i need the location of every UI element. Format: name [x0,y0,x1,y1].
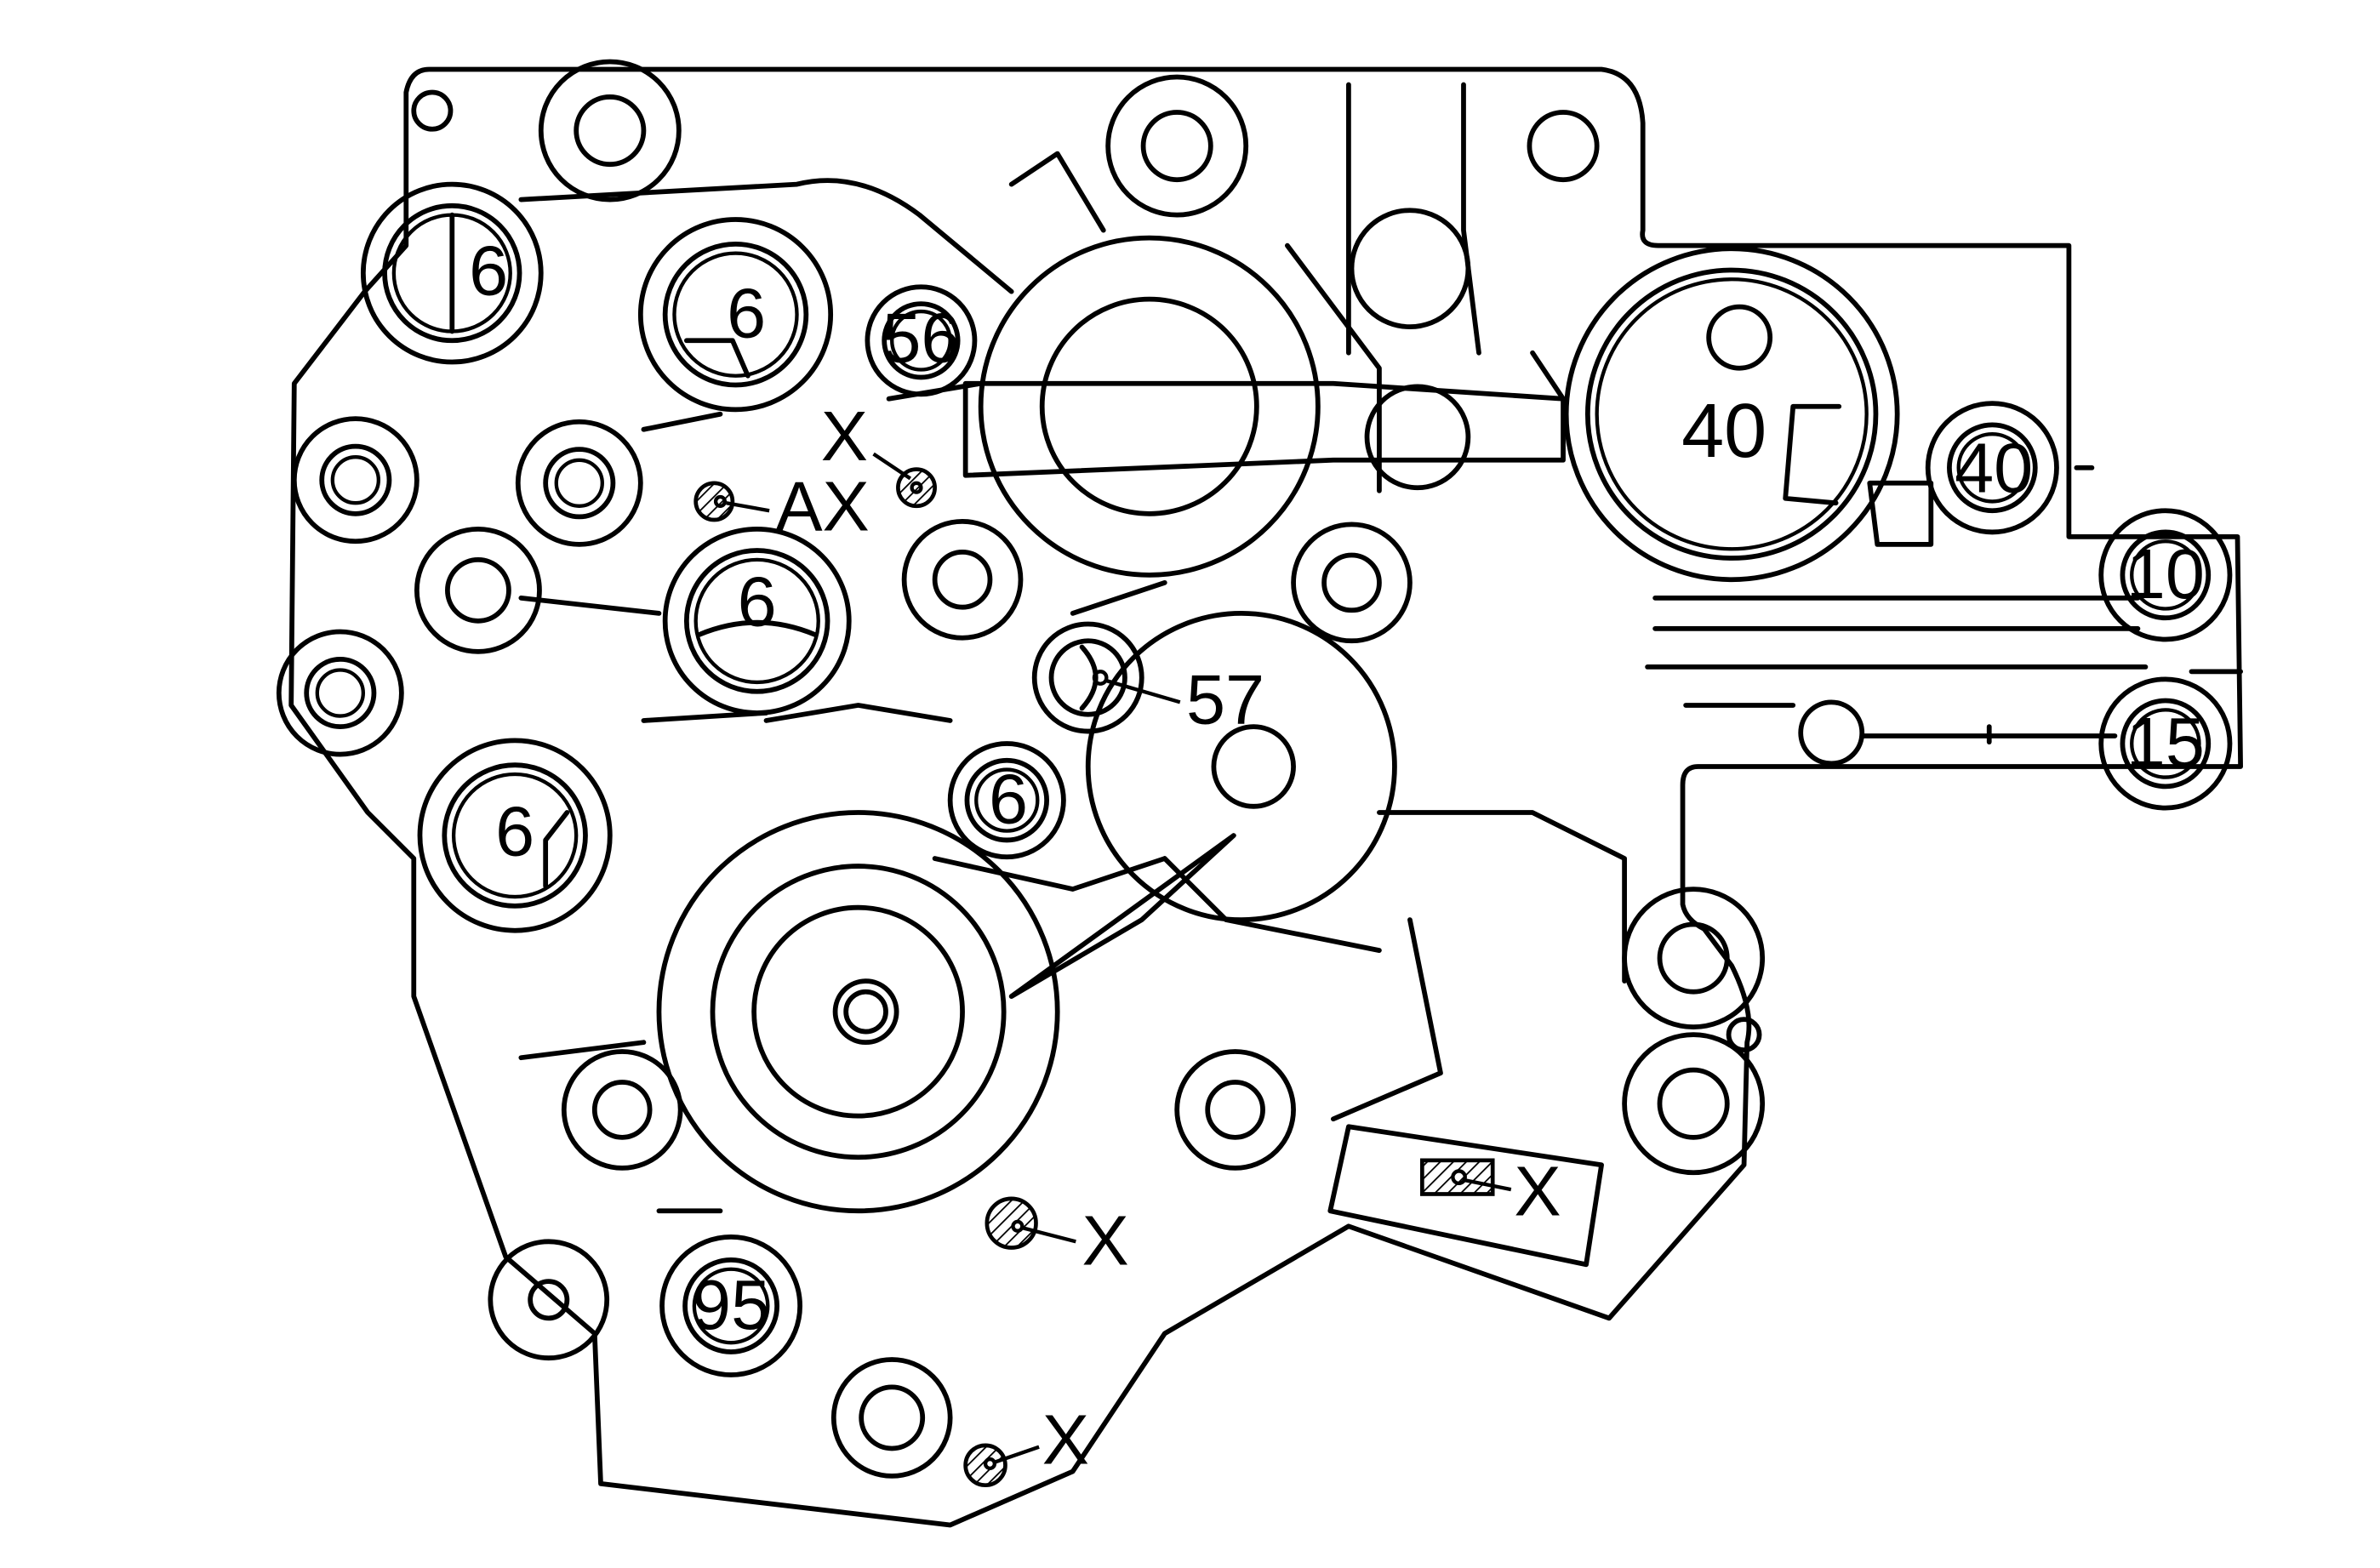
plug-x-lower-center: X [985,1196,1129,1280]
label-bore-9: 40 [1955,429,2033,508]
bore-10: 10 [2098,508,2233,642]
filter-plate: X [1327,1124,1604,1268]
inner-rib-1 [518,178,1014,294]
bore-6-lower-left: 6 [417,738,613,933]
label-bore-8: 40 [1681,388,1766,474]
inner-rib-5 [1645,664,2243,675]
bore-6-center: 6 [662,526,852,716]
label-bore-4: 6 [738,562,777,641]
bore-56: 56 [865,284,978,397]
inner-rib-11 [1284,242,1566,493]
bore-40-large: 40 [1563,246,1900,583]
housing-outline [288,66,2243,1528]
bore-6-lower-center: 6 [947,741,1066,860]
inner-rib-9 [518,710,769,1214]
mid-right-bore [1085,611,1397,922]
label-bore-6: 6 [989,760,1028,839]
label-bore-3: 56 [882,299,960,378]
label-bore-1: 6 [469,231,508,310]
label-bore-10: 10 [2126,534,2205,613]
bore-6-top-left: 6 [360,181,544,365]
bore-6-top-center: 6 [637,217,834,413]
plug-ax: AX [693,467,870,546]
inner-rib-6 [1683,703,2118,738]
center-bore [962,208,1566,578]
inner-rib-10 [763,703,1167,892]
bore-15: 15 [1986,676,2233,811]
bore-95: 95 [659,1234,803,1377]
label-bore-5: 57 [1186,660,1264,739]
plug-x-bottom: X [963,1400,1089,1488]
inner-rib-8 [1331,810,1627,1122]
label-ax: AX [775,467,870,546]
bore-40-small: 40 [1925,401,2095,535]
inner-rib-3 [1008,151,1106,233]
label-bore-7: 6 [495,791,534,870]
label-x-2: X [1082,1200,1129,1280]
bolt-holes [276,59,1865,1479]
inner-rib-4 [1652,595,2141,631]
label-x-4: X [1514,1152,1561,1231]
label-bore-2: 6 [727,274,766,353]
label-bore-11: 15 [2126,703,2205,782]
label-bore-12: 95 [692,1265,770,1344]
inner-rib-2 [1346,82,1481,356]
inner-rib-7 [1867,480,1934,547]
label-x-1: X [821,396,868,476]
bore-57: 57 [1031,621,1264,739]
lower-bore [656,810,1236,1214]
label-x-3: X [1042,1400,1089,1479]
plug-x-top: X [821,396,937,509]
